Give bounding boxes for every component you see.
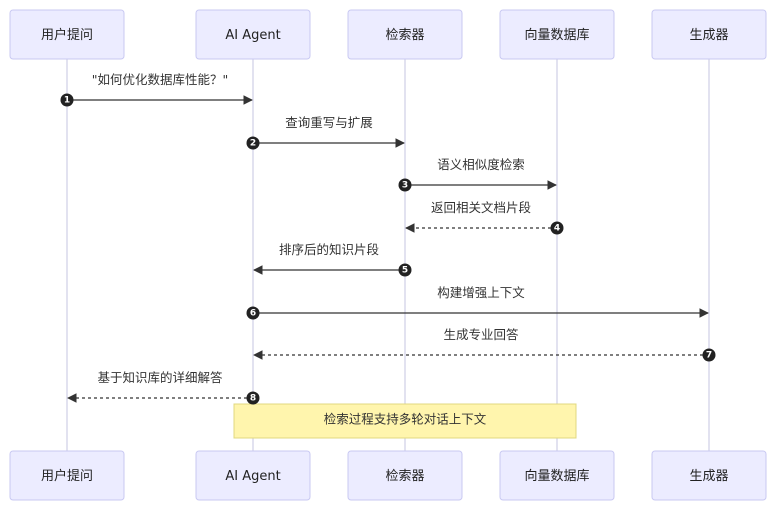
note: 检索过程支持多轮对话上下文: [233, 403, 577, 439]
badge-number: 3: [402, 181, 408, 191]
note-layer: 检索过程支持多轮对话上下文: [233, 403, 577, 439]
badge-circle: [702, 348, 716, 362]
badge-number: 6: [250, 309, 256, 319]
message-label: "如何优化数据库性能？": [92, 72, 229, 87]
message-label: 基于知识库的详细解答: [97, 370, 223, 385]
actor-label: 向量数据库: [524, 468, 589, 484]
badge-circle: [246, 391, 260, 405]
badge-number: 1: [64, 96, 70, 106]
actor-box: [347, 9, 463, 60]
actor-box: [195, 9, 311, 60]
badge-circle: [398, 178, 412, 192]
actor-vectordb-top[interactable]: 向量数据库: [499, 9, 615, 60]
sequence-number-badge: 6: [246, 306, 260, 320]
message-label: 构建增强上下文: [437, 285, 525, 300]
sequence-number-badge: 8: [246, 391, 260, 405]
actor-label: 向量数据库: [524, 27, 589, 43]
actor-box: [499, 9, 615, 60]
message-label: 返回相关文档片段: [431, 200, 531, 215]
note-text: 检索过程支持多轮对话上下文: [324, 412, 487, 427]
message-label: 查询重写与扩展: [285, 115, 373, 130]
actor-label: 用户提问: [41, 27, 93, 43]
actor-label: AI Agent: [225, 469, 280, 484]
actor-box: [651, 450, 767, 501]
actor-agent-top[interactable]: AI Agent: [195, 9, 311, 60]
message-7: 生成专业回答 7: [253, 327, 716, 362]
message-6: 构建增强上下文 6: [246, 285, 709, 320]
actor-box: [9, 450, 125, 501]
messages: "如何优化数据库性能？" 1 查询重写与扩展 2 语义相似度检索 3 返回相关文档片段 4 排序…: [60, 72, 716, 405]
actor-label: 用户提问: [41, 468, 93, 484]
message-label: 排序后的知识片段: [279, 242, 379, 257]
sequence-number-badge: 4: [550, 221, 564, 235]
actor-retriever-bottom[interactable]: 检索器: [347, 450, 463, 501]
badge-number: 5: [402, 266, 408, 276]
message-label: 语义相似度检索: [437, 157, 525, 172]
actor-box: [347, 450, 463, 501]
badge-number: 7: [706, 351, 712, 361]
actor-generator-top[interactable]: 生成器: [651, 9, 767, 60]
message-label: 生成专业回答: [443, 327, 519, 342]
message-1: "如何优化数据库性能？" 1: [60, 72, 253, 107]
actor-box: [195, 450, 311, 501]
badge-circle: [246, 136, 260, 150]
sequence-number-badge: 3: [398, 178, 412, 192]
actor-label: 检索器: [385, 469, 424, 484]
actor-box: [499, 450, 615, 501]
actor-label: AI Agent: [225, 28, 280, 43]
note-box: [233, 403, 577, 439]
badge-circle: [60, 93, 74, 107]
badge-number: 8: [250, 394, 256, 404]
actor-label: 生成器: [689, 469, 728, 484]
actor-user-top[interactable]: 用户提问: [9, 9, 125, 60]
badge-number: 2: [250, 139, 256, 149]
sequence-number-badge: 5: [398, 263, 412, 277]
message-4: 返回相关文档片段 4: [405, 200, 564, 235]
badge-circle: [550, 221, 564, 235]
sequence-number-badge: 7: [702, 348, 716, 362]
actor-label: 生成器: [689, 28, 728, 43]
actor-box: [9, 9, 125, 60]
actor-generator-bottom[interactable]: 生成器: [651, 450, 767, 501]
badge-circle: [398, 263, 412, 277]
sequence-number-badge: 2: [246, 136, 260, 150]
actor-agent-bottom[interactable]: AI Agent: [195, 450, 311, 501]
message-5: 排序后的知识片段 5: [253, 242, 412, 277]
actor-user-bottom[interactable]: 用户提问: [9, 450, 125, 501]
actor-vectordb-bottom[interactable]: 向量数据库: [499, 450, 615, 501]
badge-number: 4: [554, 224, 560, 234]
message-8: 基于知识库的详细解答 8: [67, 370, 260, 405]
actor-box: [651, 9, 767, 60]
lifelines: [66, 59, 710, 451]
actor-label: 检索器: [385, 28, 424, 43]
sequence-number-badge: 1: [60, 93, 74, 107]
actor-retriever-top[interactable]: 检索器: [347, 9, 463, 60]
message-2: 查询重写与扩展 2: [246, 115, 405, 150]
badge-circle: [246, 306, 260, 320]
message-3: 语义相似度检索 3: [398, 157, 557, 192]
